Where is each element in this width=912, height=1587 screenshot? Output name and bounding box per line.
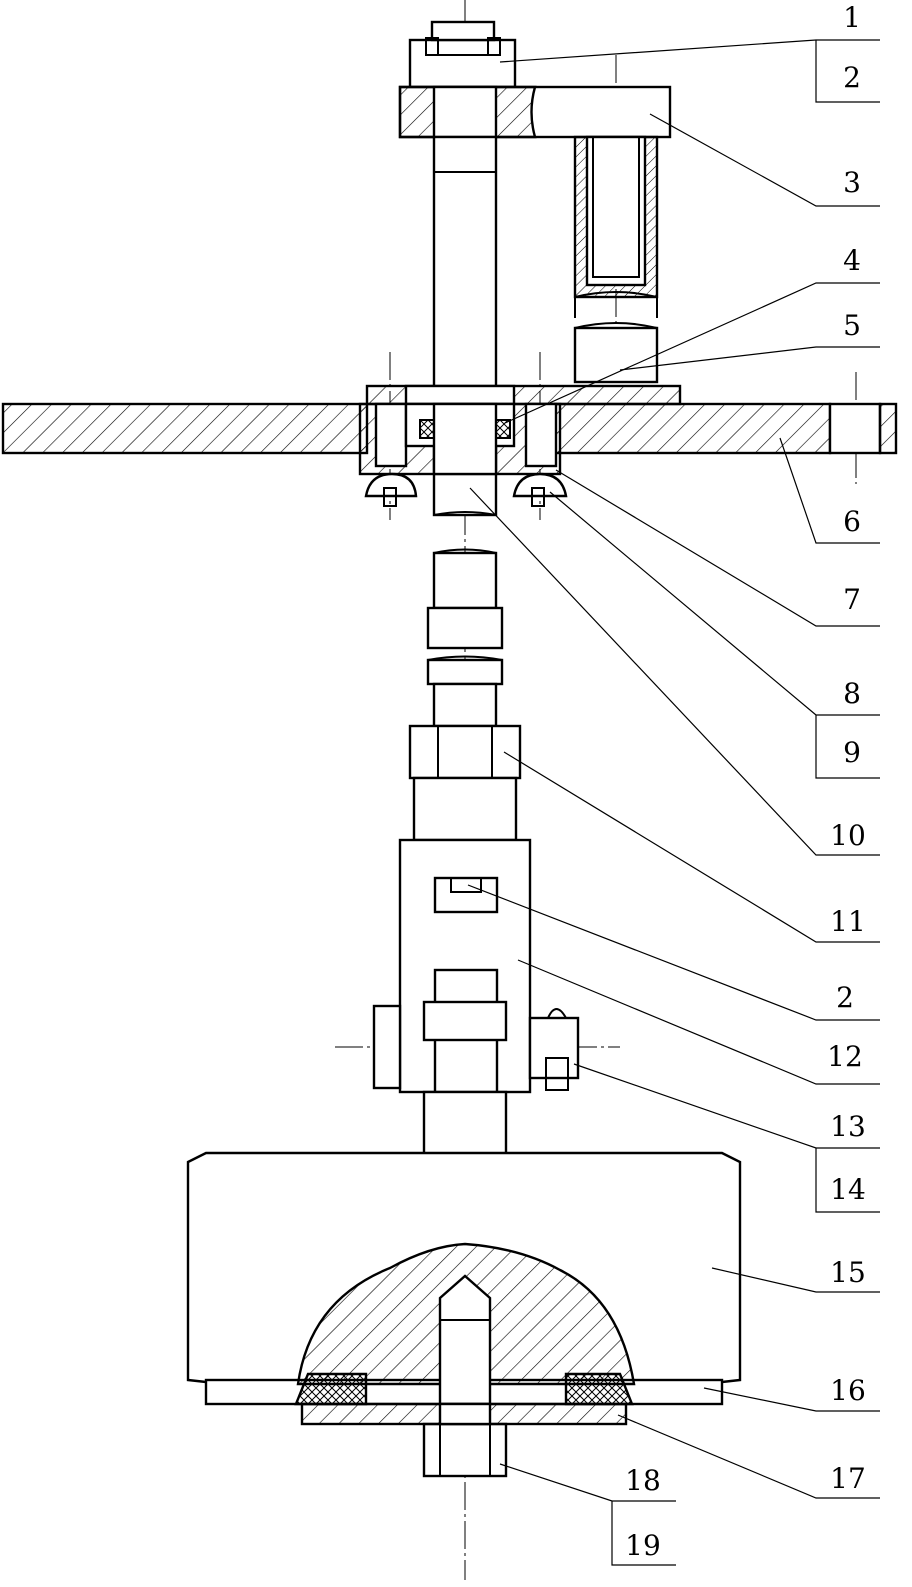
label-2-mid: 2: [836, 981, 854, 1014]
label-16: 16: [830, 1374, 866, 1407]
label-7: 7: [843, 583, 861, 616]
leader-lines: [467, 39, 880, 1566]
label-8: 8: [843, 677, 861, 710]
hex-nut: [408, 724, 522, 780]
label-14: 14: [830, 1173, 866, 1206]
label-10: 10: [830, 819, 866, 852]
label-13: 13: [830, 1110, 866, 1143]
label-11: 11: [830, 905, 866, 938]
top-plate: [398, 85, 672, 139]
label-3: 3: [843, 166, 861, 199]
guide-tube: [573, 135, 659, 384]
center-bolt: [422, 1274, 508, 1478]
lower-shaft: [426, 548, 504, 728]
base-disc: [300, 1402, 628, 1426]
label-17: 17: [830, 1462, 866, 1495]
callout-labels: 1 2 3 4 5 6 7 8 9 10 11 2 12 13 14 15 16…: [625, 1, 866, 1562]
label-12: 12: [827, 1040, 863, 1073]
label-15: 15: [830, 1256, 866, 1289]
label-5: 5: [843, 309, 861, 342]
seal-housing: [358, 402, 562, 476]
label-19: 19: [625, 1529, 661, 1562]
top-nut: [408, 20, 517, 89]
label-6: 6: [843, 505, 861, 538]
screw-heads: [364, 472, 568, 507]
flange: [365, 384, 682, 406]
label-4: 4: [843, 244, 861, 277]
label-18: 18: [625, 1464, 661, 1497]
weight-body: [186, 1151, 742, 1406]
pin: [372, 1004, 580, 1091]
clevis: [398, 776, 532, 1156]
label-9: 9: [843, 736, 861, 769]
label-2-top: 2: [843, 61, 861, 94]
label-1: 1: [843, 1, 861, 34]
